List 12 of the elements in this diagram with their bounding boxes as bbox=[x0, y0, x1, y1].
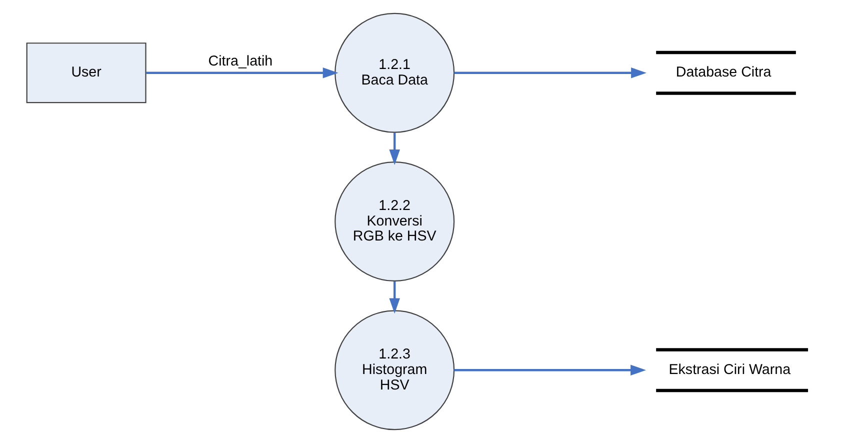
node-circle: 1.2.1 Baca Data bbox=[334, 12, 454, 132]
edge-label: Citra_latih bbox=[208, 53, 272, 70]
node-circle: 1.2.3 Histogram HSV bbox=[334, 310, 454, 430]
node-circle: 1.2.2 Konversi RGB ke HSV bbox=[334, 161, 454, 281]
arrow bbox=[388, 280, 400, 314]
arrow bbox=[388, 132, 400, 164]
arrow bbox=[454, 66, 646, 78]
node-text: Database Citra bbox=[675, 64, 771, 80]
arrow bbox=[146, 66, 338, 78]
node-text: Ekstrasi Ciri Warna bbox=[668, 361, 790, 378]
node-box: User bbox=[26, 42, 146, 103]
arrow bbox=[454, 364, 646, 376]
